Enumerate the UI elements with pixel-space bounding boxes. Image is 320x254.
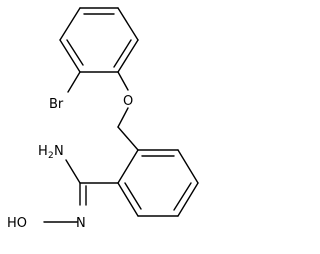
o-ch2-bond [117,107,129,128]
bond [117,39,139,73]
bromophenyl-ring [59,7,139,73]
bond [117,182,139,217]
double-bond-inner [124,182,142,210]
molecule-canvas: Br O H 2 N N HO [7,7,199,231]
c-br-bond [67,71,81,93]
c-o-bond [117,71,129,91]
bond [177,149,199,184]
ch2-ring-bond [117,126,139,151]
bromine-label: Br [49,97,64,112]
ether-oxygen-label: O [123,94,133,109]
amine-label: H 2 N [38,144,64,161]
bond [117,7,139,41]
amine-subscript: 2 [48,151,54,161]
bond [117,149,139,184]
c-nh2-bond [65,159,81,184]
bond [59,39,81,73]
amine-n: N [54,144,64,159]
structure-drawing: Br O H 2 N N HO [7,7,199,231]
benzene-ring [117,149,199,217]
bond [177,182,199,217]
imine-n-label: N [76,216,86,231]
bond [59,7,81,41]
double-bond-inner [173,182,192,211]
amine-h: H [38,144,48,159]
double-bond-inner [66,39,84,66]
double-bond-inner [113,39,132,68]
oxime-ho-label: HO [7,216,27,231]
